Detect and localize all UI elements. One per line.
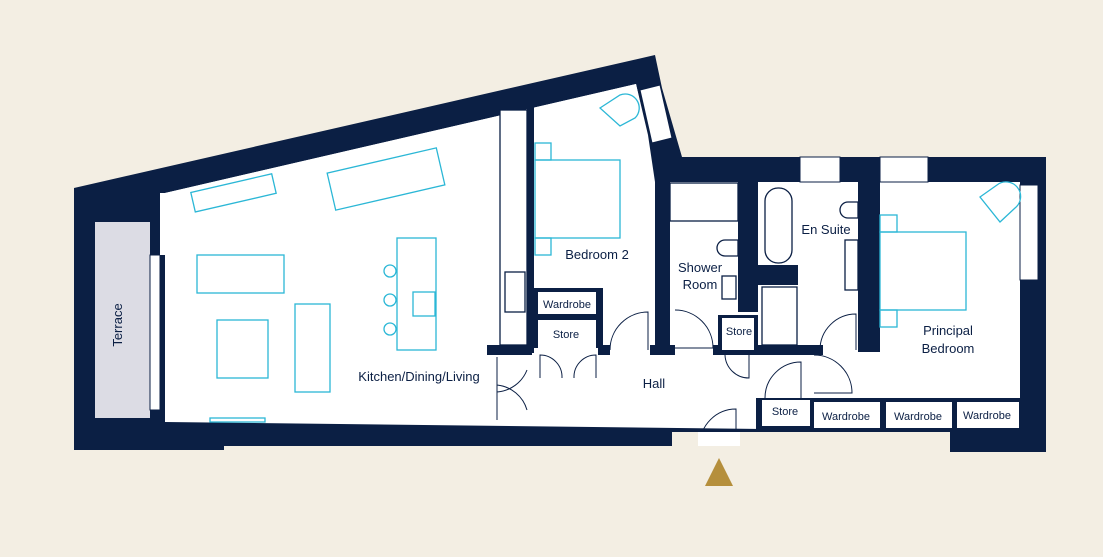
label-wardrobe-b2: Wardrobe — [543, 299, 591, 311]
basin — [721, 275, 737, 300]
bedside-table — [534, 237, 552, 256]
wardrobe-3-box — [957, 402, 1019, 428]
label-wardrobe-2: Wardrobe — [894, 411, 942, 423]
store-hall — [722, 318, 754, 350]
door-bedroom2[interactable] — [609, 311, 649, 351]
bar-stool — [383, 322, 397, 336]
armchair — [598, 93, 640, 127]
terrace-area — [95, 222, 150, 418]
bedside-table — [879, 309, 898, 328]
store-b2 — [538, 320, 596, 348]
bedside-table — [534, 142, 552, 161]
shower-tray — [669, 182, 739, 222]
label-en-suite: En Suite — [801, 222, 850, 237]
wall-hall-top-3 — [650, 345, 675, 355]
wall-ensuite-principal — [858, 182, 880, 352]
dining-table — [326, 147, 446, 211]
door-store-hall[interactable] — [724, 354, 750, 379]
wall-shower-ensuite — [738, 182, 758, 312]
label-hall: Hall — [643, 376, 666, 391]
label-kitchen: Kitchen/Dining/Living — [358, 369, 479, 384]
label-wardrobe-1: Wardrobe — [822, 411, 870, 423]
door-store-principal[interactable] — [764, 361, 802, 399]
store-principal — [762, 400, 810, 426]
top-window-2 — [879, 156, 929, 183]
label-shower-2: Room — [683, 277, 718, 292]
sofa-side — [294, 303, 331, 393]
label-store-b2: Store — [553, 329, 579, 341]
bed-bedroom2 — [534, 159, 621, 239]
wall-hall-top-1 — [487, 345, 532, 355]
wardrobe-2-box — [886, 402, 952, 428]
kitchen-island — [396, 237, 437, 351]
wall-kitchen-bedroom2 — [527, 103, 534, 353]
wall-ensuite-shower-tray — [758, 265, 798, 285]
bedroom2-window — [639, 84, 673, 144]
wall-bedroom2-shower — [655, 160, 670, 350]
door-principal[interactable] — [813, 354, 853, 394]
label-principal-1: Principal — [923, 323, 973, 338]
bath — [764, 187, 793, 264]
bar-stool — [383, 264, 397, 278]
hob — [412, 291, 436, 317]
sideboard — [190, 173, 277, 213]
wall-hall-top-4 — [713, 345, 823, 355]
label-store-hall: Store — [726, 326, 752, 338]
tv-unit — [209, 417, 266, 423]
entrance-arrow-icon — [705, 458, 733, 486]
door-store-b2[interactable] — [539, 354, 597, 379]
door-shower[interactable] — [674, 309, 714, 349]
bedside-table — [879, 214, 898, 233]
door-ensuite[interactable] — [819, 313, 857, 351]
wardrobe-b2 — [538, 292, 596, 314]
bed-principal — [879, 231, 967, 311]
wall-hall-top-2 — [598, 345, 610, 355]
kitchen-sink — [504, 271, 526, 313]
right-window — [1019, 184, 1039, 281]
toilet-ensuite — [839, 201, 859, 219]
top-window-1 — [799, 156, 841, 183]
label-terrace: Terrace — [110, 303, 125, 346]
shower-ensuite — [761, 286, 798, 346]
sofa — [196, 254, 285, 294]
coffee-table — [216, 319, 269, 379]
label-bedroom2: Bedroom 2 — [565, 247, 629, 262]
terrace-glazing — [149, 254, 161, 411]
label-principal-2: Bedroom — [922, 341, 975, 356]
door-hall-kitchen[interactable] — [496, 357, 528, 420]
front-door-opening — [698, 432, 740, 446]
toilet — [716, 239, 739, 257]
label-store-principal: Store — [772, 406, 798, 418]
label-shower-1: Shower — [678, 260, 723, 275]
label-wardrobe-3: Wardrobe — [963, 410, 1011, 422]
basin-ensuite — [844, 239, 859, 291]
bar-stool — [383, 293, 397, 307]
armchair — [979, 181, 1022, 223]
wardrobe-1-box — [814, 402, 880, 428]
